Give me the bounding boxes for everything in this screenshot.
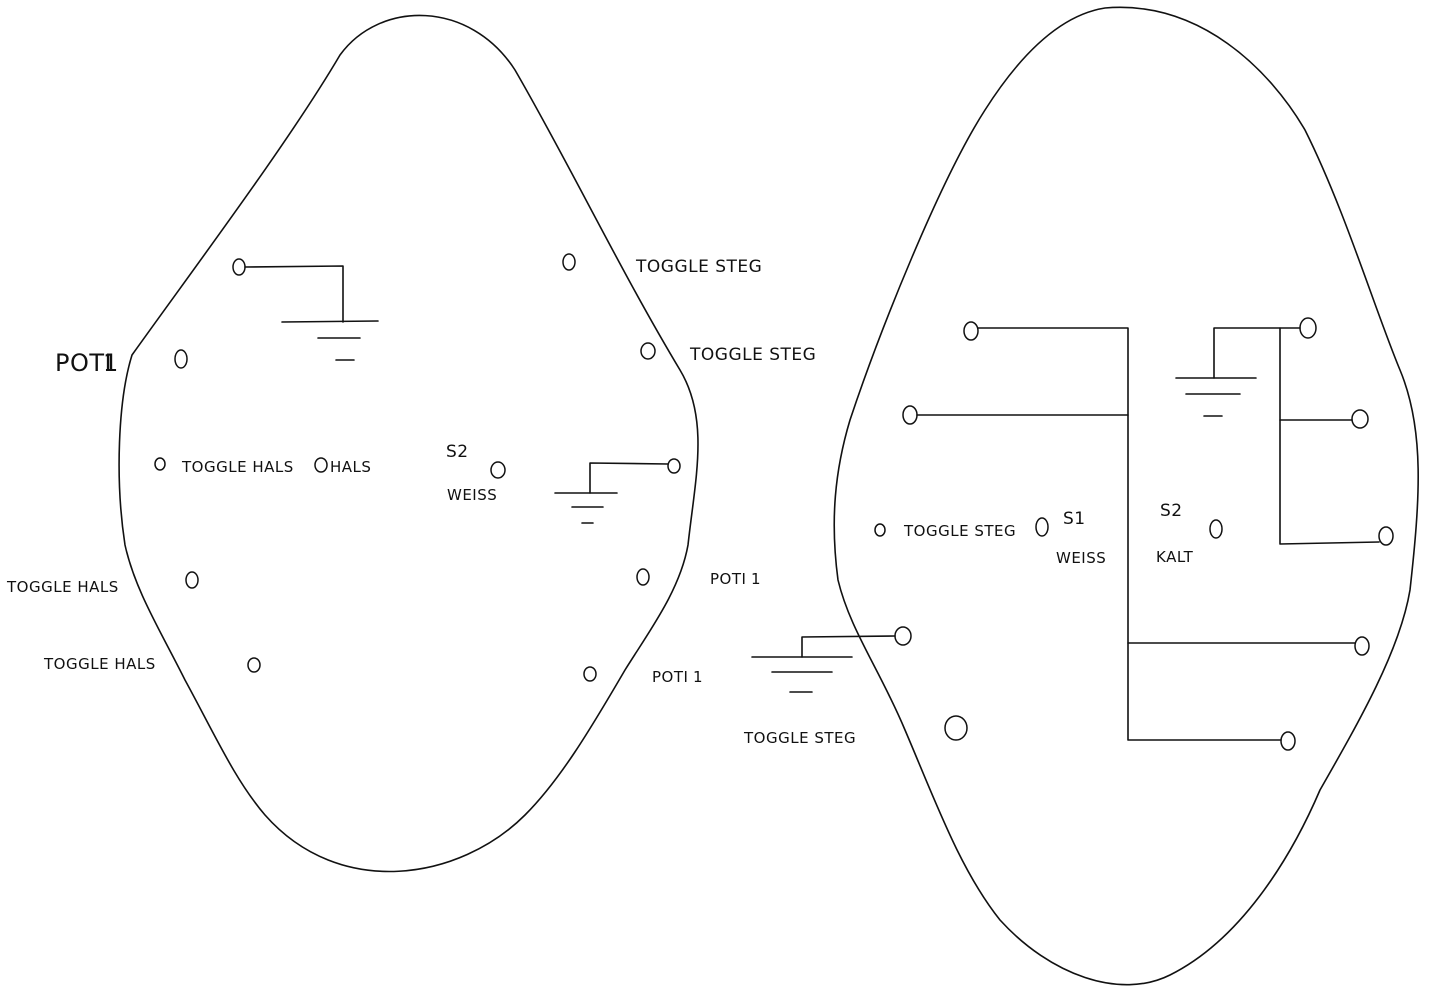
left-label-toggle-hals-outer-1: TOGGLE HALS (6, 578, 119, 596)
right-bottom-ground-wire (801, 635, 896, 658)
left-lug-top-ground (232, 258, 246, 276)
left-lug-poti-right-1 (636, 568, 650, 586)
right-lug-right-mid (1351, 409, 1369, 429)
left-top-ground-wire (244, 265, 344, 323)
left-label-poti-right-1: POTI (710, 570, 746, 588)
right-lug-top-left (963, 321, 979, 341)
left-label-toggle-steg-1: TOGGLE STEG (635, 257, 762, 277)
right-lug-bottom (1280, 731, 1296, 751)
right-label-s1: S1 (1063, 509, 1086, 529)
left-lug-poti1 (174, 349, 188, 369)
right-lug-right-lower (1378, 526, 1394, 546)
right-label-toggle-steg-outer: TOGGLE STEG (743, 729, 856, 747)
left-label-poti1-digit: 1 (103, 349, 119, 377)
left-label-poti-right-2-digit: 1 (693, 668, 703, 686)
left-label-weiss: WEISS (447, 486, 497, 504)
right-lug-s2-kalt (1209, 519, 1223, 539)
left-label-poti-right-2: POTI (652, 668, 688, 686)
left-mid-ground-symbol (554, 492, 618, 524)
right-wiring-diagram: TOGGLE STEG S1 WEISS S2 KALT TOGGLE STEG (743, 6, 1419, 986)
left-mid-ground-wire (589, 462, 669, 494)
left-lug-poti-right-2 (583, 666, 597, 682)
left-label-toggle-hals-outer-2: TOGGLE HALS (43, 655, 156, 673)
right-lug-top-right (1299, 317, 1317, 339)
right-lug-left-mid (902, 405, 918, 425)
right-lug-toggle-steg-outer (944, 715, 968, 741)
left-label-hals: HALS (330, 458, 371, 476)
right-lug-s1-weiss (1035, 517, 1049, 537)
left-label-toggle-steg-2: TOGGLE STEG (689, 345, 816, 365)
right-label-weiss: WEISS (1056, 549, 1106, 567)
right-pickguard-outline (833, 6, 1419, 986)
right-vertical-right-wire (1279, 327, 1380, 545)
left-top-ground-symbol (281, 320, 379, 361)
right-lug-ground-bottom-left (894, 626, 912, 646)
left-lug-toggle-hals-inner (154, 457, 166, 471)
right-ground-symbol-top (1175, 377, 1257, 417)
right-main-bus-wire (977, 327, 1282, 741)
left-label-poti-right-1-digit: 1 (751, 570, 761, 588)
left-lug-toggle-hals-outer-2 (247, 657, 261, 673)
left-lug-toggle-steg-2 (640, 342, 656, 360)
right-ground-bus-wire (1213, 327, 1301, 379)
left-label-toggle-hals-inner: TOGGLE HALS (181, 458, 294, 476)
right-lug-toggle-steg-inner (874, 523, 886, 537)
left-lug-toggle-steg-1 (562, 253, 576, 271)
right-label-kalt: KALT (1156, 548, 1194, 566)
left-label-poti1-big: POTI (55, 349, 112, 377)
right-label-toggle-steg-inner: TOGGLE STEG (903, 522, 1016, 540)
left-lug-hals (314, 457, 328, 473)
right-lug-right-bottom (1354, 636, 1370, 656)
right-ground-symbol-bottom (751, 656, 853, 693)
left-label-s2: S2 (446, 442, 469, 462)
right-label-s2: S2 (1160, 501, 1183, 521)
left-lug-s2-weiss (490, 461, 506, 479)
left-lug-mid-ground (667, 458, 681, 474)
left-pickguard-outline (118, 14, 699, 873)
left-wiring-diagram: POTI 1 TOGGLE STEG TOGGLE STEG TOGGLE HA… (6, 14, 816, 873)
left-lug-toggle-hals-outer-1 (185, 571, 199, 589)
